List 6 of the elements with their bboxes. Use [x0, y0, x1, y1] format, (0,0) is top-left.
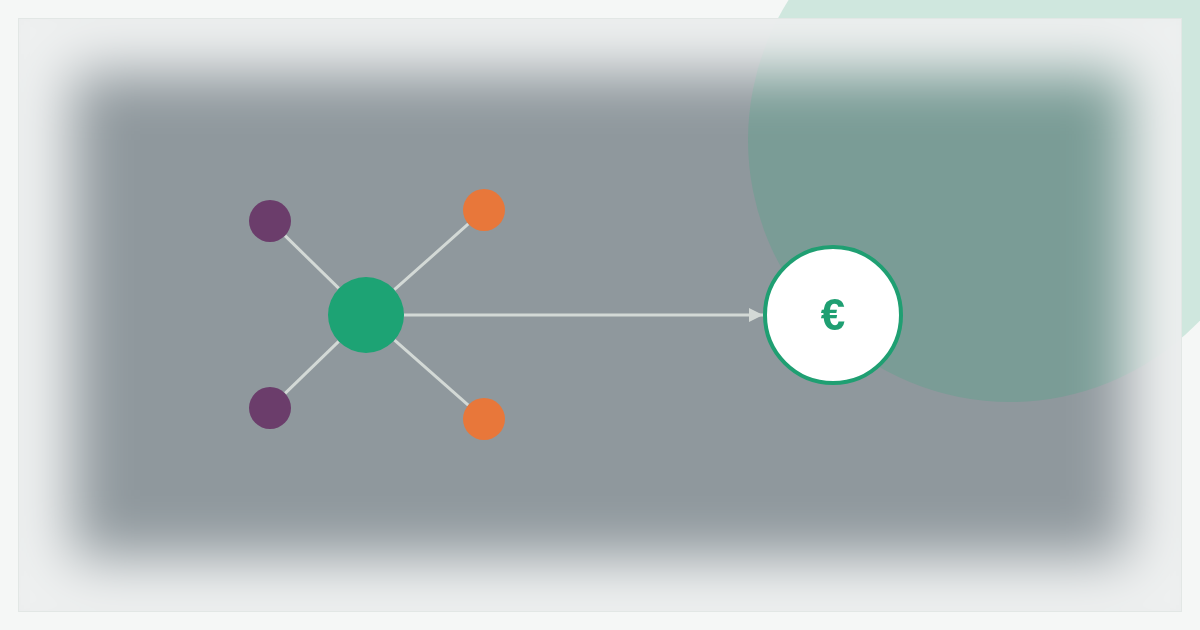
connector-line — [284, 340, 340, 395]
arrow — [404, 308, 763, 322]
connector-line — [393, 222, 470, 291]
connector-line — [393, 339, 470, 407]
currency-symbol: € — [820, 293, 846, 337]
connector-line — [283, 234, 340, 290]
